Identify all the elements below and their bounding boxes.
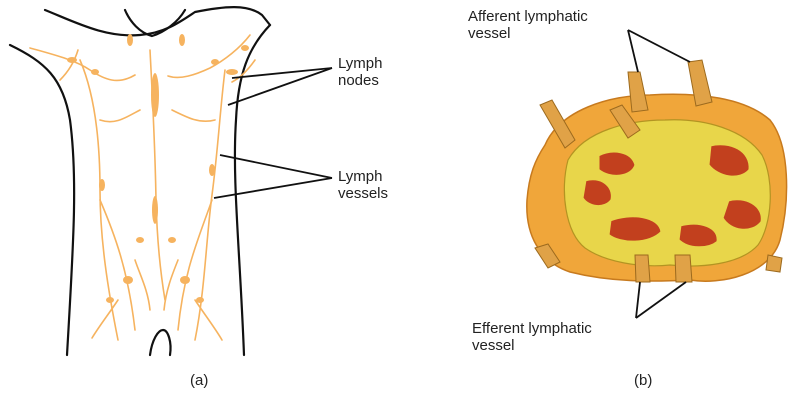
body-outline [10,7,270,355]
lymph-vessels-network [30,35,255,340]
lymph-node-section [527,30,787,318]
afferent-label-line1: Afferent lymphatic [468,8,588,25]
lymph-nodes-label-line1: Lymph [338,55,382,72]
efferent-vessel-label: Efferent lymphatic vessel [472,320,592,354]
lymph-nodes-cluster [67,34,249,303]
panel-a-caption: (a) [190,372,208,389]
lymph-nodes-label: Lymph nodes [338,55,382,89]
afferent-vessel-label: Afferent lymphatic vessel [468,8,588,42]
lymph-vessels-label-line2: vessels [338,185,388,202]
efferent-label-line2: vessel [472,337,592,354]
afferent-label-line2: vessel [468,25,588,42]
lymph-vessels-label-line1: Lymph [338,168,388,185]
leader-lines-a [214,68,332,198]
efferent-label-line1: Efferent lymphatic [472,320,592,337]
lymph-vessels-label: Lymph vessels [338,168,388,202]
lymph-nodes-label-line2: nodes [338,72,382,89]
panel-b-caption: (b) [634,372,652,389]
torso-diagram [10,7,332,355]
